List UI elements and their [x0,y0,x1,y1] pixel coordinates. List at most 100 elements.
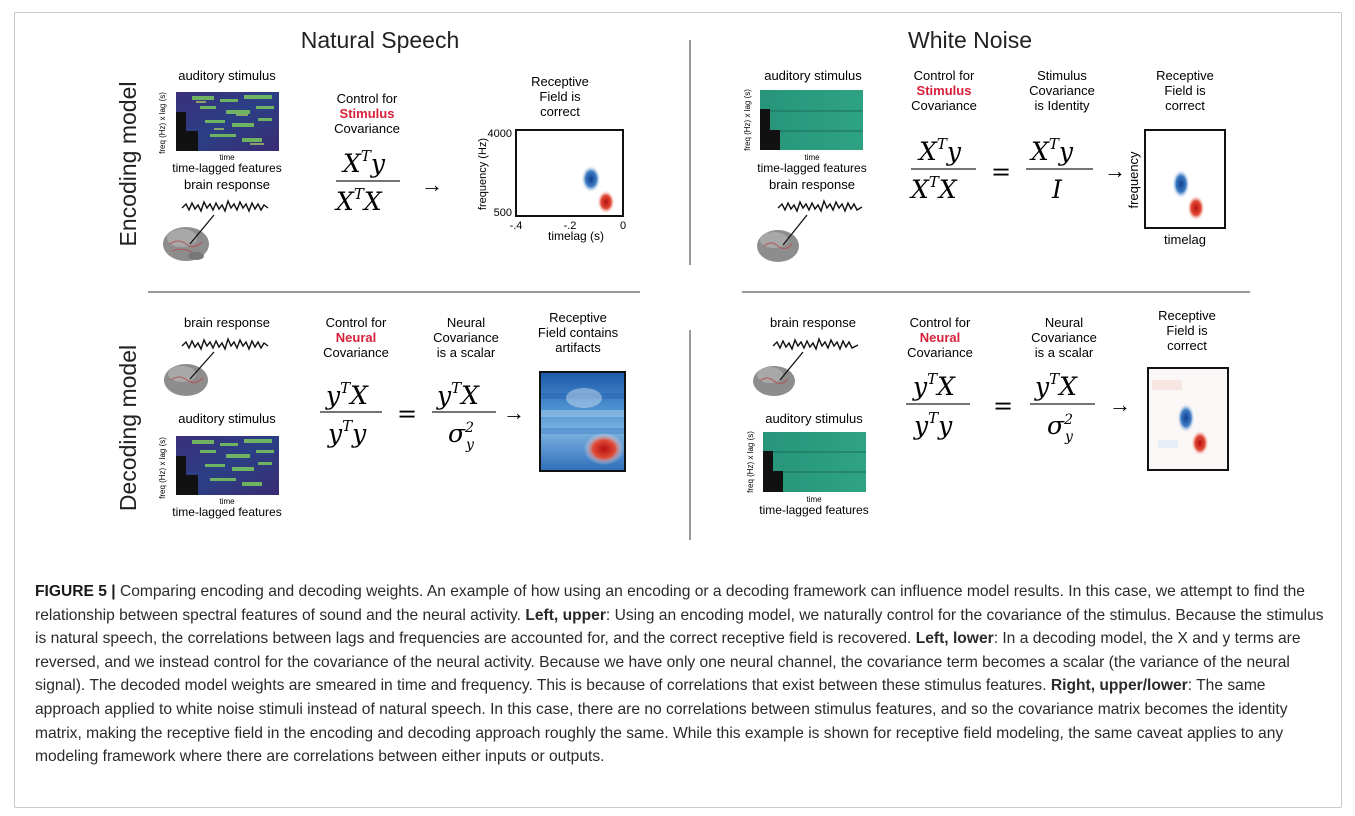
electrode-arrow [189,351,215,380]
equals-sign: = [991,158,1011,186]
time-axis-label: time [804,153,820,162]
noise-spectrogram [760,90,863,150]
time-lagged-features-label: time-lagged features [757,161,866,175]
x-axis-label: timelag (s) [548,229,604,243]
svg-text:XTy: XTy [1029,135,1074,166]
svg-text:σ2y: σ2y [1047,411,1074,445]
caption-intro: Comparing encoding and decoding weights.… [35,583,1305,624]
row-label-decoding: Decoding model [115,345,141,511]
stimulus-highlight: Stimulus [340,106,395,121]
auditory-stimulus-label: auditory stimulus [178,411,276,426]
figure-frame [14,12,1342,808]
control-for-label: Control for [910,315,971,330]
panel-encoding-speech: auditory stimulus freq (Hz) x lag (s) ti… [158,68,626,261]
rf-plot-noise-decoding [1147,367,1229,471]
row-label-encoding: Encoding model [115,82,141,247]
rf-plot-speech-encoding [515,129,624,217]
speech-spectrogram [176,436,279,495]
xtick: -.2 [564,220,577,232]
covariance-label: Covariance [334,121,400,136]
equation-encoding-noise: XTy XTX XTy I [909,135,1093,204]
panel-decoding-speech: brain response auditory stimulus freq (H… [158,310,626,519]
caption-left-lower-label: Left, lower [915,630,994,648]
freq-lag-axis-label: freq (Hz) x lag (s) [746,431,755,493]
neural-cov-label-line: Neural [447,315,485,330]
electrode-arrow [782,214,808,246]
ytick: 500 [494,207,512,219]
rf-label-line: correct [1165,98,1205,113]
neural-cov-label-line: is a scalar [437,345,496,360]
rf-label-line: Receptive [1156,68,1214,83]
neural-highlight: Neural [920,330,960,345]
brain-icon [163,227,209,261]
svg-text:σ2y: σ2y [448,419,475,453]
stim-cov-label-line: Covariance [1029,83,1095,98]
rf-label-line: Field is [1164,83,1206,98]
auditory-stimulus-label: auditory stimulus [765,411,863,426]
caption-label: FIGURE 5 | [35,583,116,600]
brain-icon [164,364,208,396]
svg-text:yTy: yTy [913,409,953,440]
control-for-label: Control for [326,315,387,330]
brain-response-label: brain response [770,315,856,330]
rf-label-line: correct [540,104,580,119]
rf-plot-noise-encoding [1144,129,1226,229]
svg-text:XTy: XTy [917,135,962,166]
neural-trace [181,336,269,351]
brain-icon [757,230,799,262]
rf-label-line: Field contains [538,325,619,340]
time-axis-label: time [806,495,822,504]
neural-highlight: Neural [336,330,376,345]
time-axis-label: time [219,153,235,162]
y-axis-label: frequency (Hz) [477,138,489,210]
column-title-white-noise: White Noise [908,27,1032,53]
rf-label-line: correct [1167,338,1207,353]
stimulus-highlight: Stimulus [917,83,972,98]
svg-text:XTX: XTX [909,173,958,204]
rf-label-line: Field is [1166,323,1208,338]
time-axis-label: time [219,497,235,506]
speech-spectrogram [176,92,279,151]
stim-cov-label-line: Stimulus [1037,68,1087,83]
neural-cov-label-line: Neural [1045,315,1083,330]
neural-trace [181,198,269,213]
svg-text:yTX: yTX [1034,370,1078,401]
auditory-stimulus-label: auditory stimulus [178,68,276,83]
svg-text:XTX: XTX [334,185,383,216]
control-for-label: Control for [337,91,398,106]
brain-response-label: brain response [184,315,270,330]
neural-cov-label-line: Covariance [1031,330,1097,345]
control-for-label: Control for [914,68,975,83]
brain-response-label: brain response [184,177,270,192]
arrow-icon: → [503,400,525,425]
freq-lag-axis-label: freq (Hz) x lag (s) [158,92,167,154]
rf-label-line: artifacts [555,340,601,355]
caption-right-label: Right, upper/lower [1050,677,1188,695]
covariance-label: Covariance [907,345,973,360]
svg-text:yTX: yTX [912,370,956,401]
time-lagged-features-label: time-lagged features [172,505,281,519]
figure-caption: FIGURE 5 | Comparing encoding and decodi… [35,580,1325,769]
auditory-stimulus-label: auditory stimulus [764,68,862,83]
figure-graphic: Natural Speech White Noise Encoding mode… [115,27,1250,540]
arrow-icon: → [421,172,443,197]
covariance-label: Covariance [911,98,977,113]
brain-response-label: brain response [769,177,855,192]
svg-text:yTy: yTy [327,417,367,448]
rf-label-line: Receptive [549,310,607,325]
time-lagged-features-label: time-lagged features [759,503,868,517]
rf-plot-speech-decoding [539,371,626,472]
equals-sign: = [993,392,1013,420]
brain-icon [753,366,795,396]
freq-lag-axis-label: freq (Hz) x lag (s) [743,89,752,151]
time-lagged-features-label: time-lagged features [172,161,281,175]
equals-sign: = [397,400,417,428]
panel-decoding-noise: brain response auditory stimulus freq (H… [746,308,1229,517]
caption-left-lower-text: : In a decoding model, the X and y terms… [35,630,1301,695]
caption-left-upper-label: Left, upper [525,606,606,624]
svg-text:yTX: yTX [436,379,480,410]
neural-trace [772,336,859,351]
y-axis-label: frequency [1126,151,1141,209]
